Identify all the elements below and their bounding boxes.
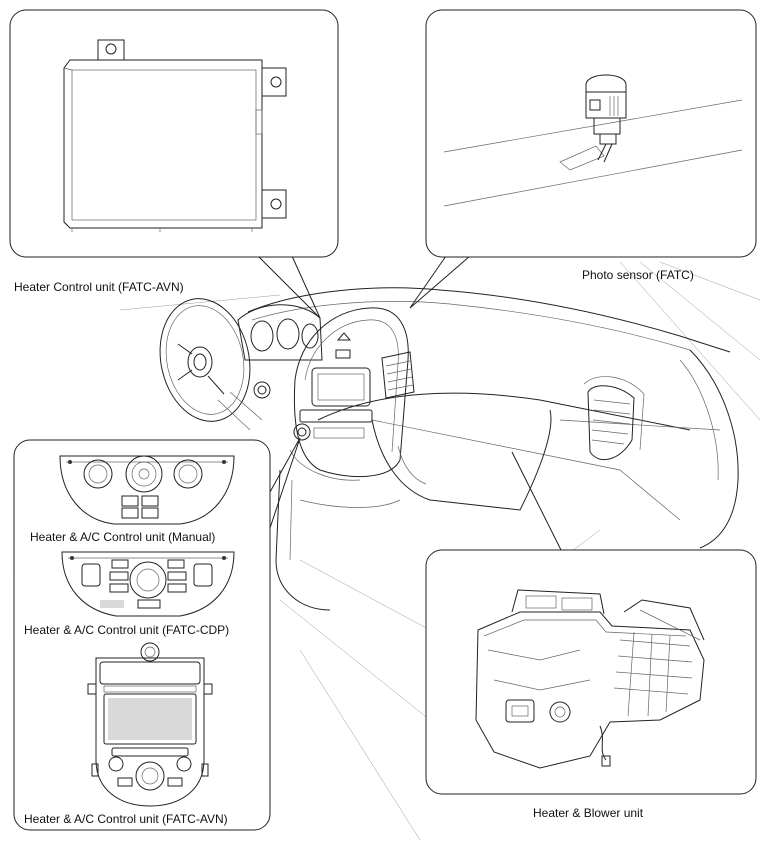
ac-manual-panel-drawing xyxy=(59,455,235,525)
heater-control-module-drawing xyxy=(63,39,287,232)
label-ac-control-fatc-avn: Heater & A/C Control unit (FATC-AVN) xyxy=(24,812,228,826)
callout-leaders xyxy=(257,255,590,553)
ac-fatc-avn-panel-drawing xyxy=(87,642,213,807)
label-heater-blower-unit: Heater & Blower unit xyxy=(533,806,644,820)
callout-heater-control-avn xyxy=(9,9,339,258)
label-heater-control-unit-avn: Heater Control unit (FATC-AVN) xyxy=(14,280,184,294)
callout-ac-control-units xyxy=(13,439,271,831)
photo-sensor-drawing xyxy=(443,74,743,207)
label-ac-control-manual: Heater & A/C Control unit (Manual) xyxy=(30,530,216,544)
heater-blower-drawing xyxy=(475,589,705,769)
label-ac-control-fatc-cdp: Heater & A/C Control unit (FATC-CDP) xyxy=(24,623,230,637)
dashboard-scene xyxy=(119,261,761,841)
ac-fatc-cdp-panel-drawing xyxy=(61,551,235,617)
callout-photo-sensor xyxy=(425,9,757,258)
label-photo-sensor: Photo sensor (FATC) xyxy=(582,268,694,282)
callout-heater-blower xyxy=(425,549,757,795)
